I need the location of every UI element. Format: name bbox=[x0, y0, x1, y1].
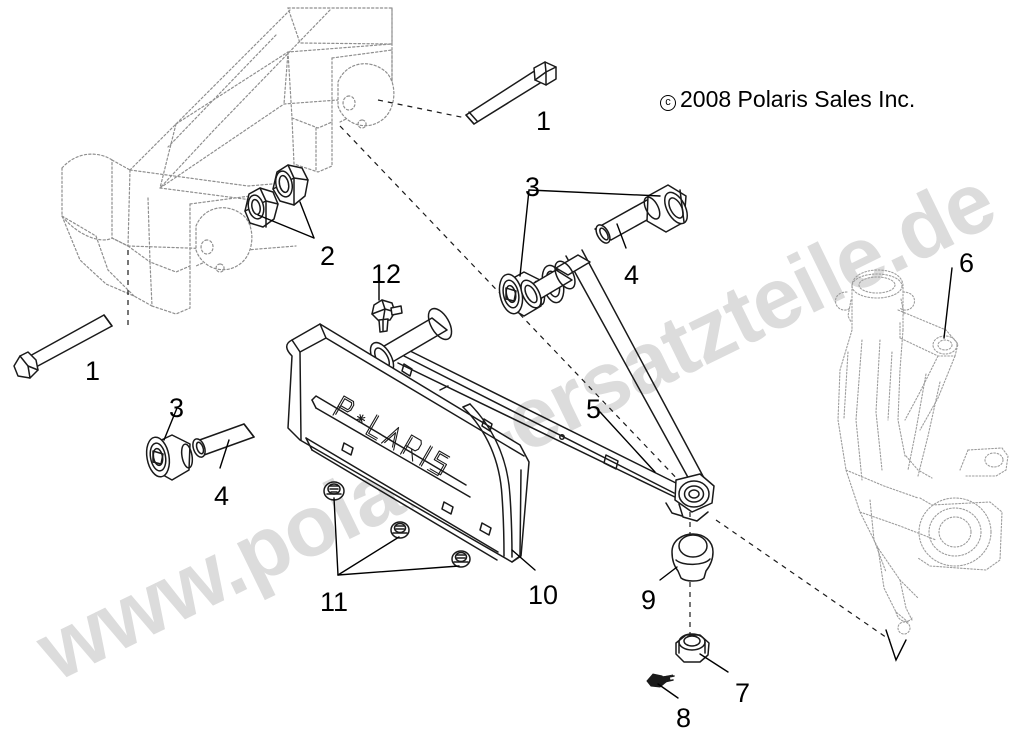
callout-number-4-lower: 4 bbox=[214, 481, 230, 511]
part-lower-control-arm bbox=[369, 249, 715, 522]
callout-number-1-top: 1 bbox=[536, 106, 552, 136]
callout-leader-3-upper bbox=[519, 189, 661, 277]
part-steering-knuckle-phantom bbox=[834, 267, 1009, 635]
callout-number-8: 8 bbox=[676, 703, 692, 733]
part-skid-plate bbox=[286, 323, 536, 571]
copyright-text: 2008 Polaris Sales Inc. bbox=[680, 86, 916, 112]
part-grease-zerk-fitting bbox=[371, 279, 403, 333]
callout-leader-3-lower bbox=[163, 407, 178, 441]
part-skid-plate-screws bbox=[323, 481, 471, 576]
part-balljoint-boot bbox=[659, 533, 714, 582]
callout-number-1-left: 1 bbox=[85, 356, 101, 386]
assembly-axis-lines bbox=[127, 99, 907, 662]
callout-number-10: 10 bbox=[528, 580, 559, 610]
control-arm-balljoint-housing bbox=[665, 473, 715, 522]
callout-number-6: 6 bbox=[959, 248, 975, 278]
part-pivot-bushing-lower-left bbox=[145, 407, 194, 481]
chassis-frame-phantom bbox=[61, 7, 395, 315]
part-cotter-pin bbox=[646, 673, 679, 699]
callout-number-2: 2 bbox=[320, 241, 336, 271]
control-arm-upper-pivot-boss bbox=[520, 260, 576, 309]
callout-leader-5 bbox=[599, 411, 656, 473]
skid-plate-screw-3 bbox=[451, 550, 471, 568]
part-long-through-bolt-top bbox=[465, 61, 557, 125]
callout-leader-8 bbox=[657, 683, 679, 699]
callout-number-4-upper: 4 bbox=[624, 260, 640, 290]
callout-number-3-lower: 3 bbox=[169, 393, 185, 423]
callout-number-7: 7 bbox=[735, 678, 751, 708]
skid-plate-polaris-logo bbox=[332, 395, 451, 477]
part-balljoint-castle-nut bbox=[675, 633, 729, 673]
callout-number-12: 12 bbox=[371, 259, 402, 289]
callout-number-3-upper: 3 bbox=[525, 172, 541, 202]
callout-leader-9 bbox=[659, 566, 678, 581]
part-pivot-bushing-upper-right bbox=[643, 184, 689, 233]
callout-leader-4-lower bbox=[219, 439, 230, 469]
callout-number-9: 9 bbox=[641, 585, 657, 615]
skid-plate-screw-2 bbox=[390, 521, 410, 539]
callout-number-5: 5 bbox=[586, 394, 602, 424]
callout-number-11: 11 bbox=[320, 587, 349, 617]
callout-leader-10 bbox=[511, 549, 536, 571]
callout-leader-7 bbox=[699, 653, 729, 673]
part-flange-lock-nut-lower bbox=[244, 187, 279, 228]
part-flange-lock-nut-upper bbox=[272, 164, 309, 206]
part-inner-sleeve-lower bbox=[192, 423, 255, 469]
part-long-through-bolt-left bbox=[13, 314, 113, 379]
callout-leader-2 bbox=[257, 201, 315, 239]
copyright-symbol: c bbox=[660, 95, 676, 111]
callout-leader-4-upper bbox=[616, 223, 627, 249]
